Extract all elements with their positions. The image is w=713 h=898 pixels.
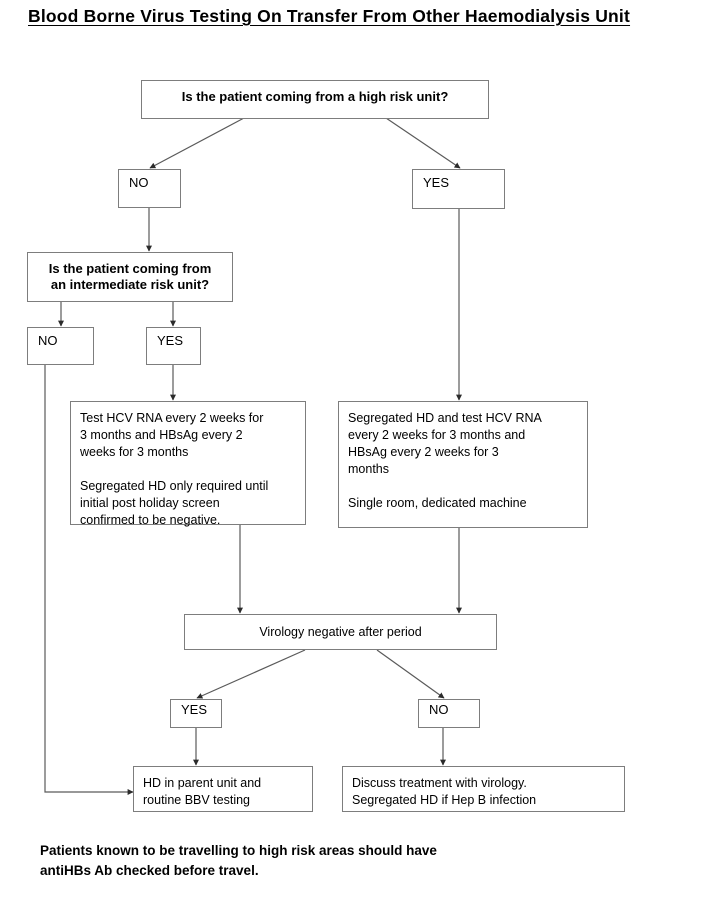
action-intermediate-risk-protocol[interactable]: Test HCV RNA every 2 weeks for 3 months …: [70, 401, 306, 527]
page-title: Blood Borne Virus Testing On Transfer Fr…: [28, 6, 631, 26]
decision-high-risk-unit-label: Is the patient coming from a high risk u…: [181, 89, 449, 104]
action-intermediate-risk-protocol-label: Test HCV RNA every 2 weeks for 3 months …: [80, 411, 269, 527]
answer-virology-no[interactable]: NO: [418, 699, 480, 728]
answer-high-risk-no-label: NO: [129, 175, 149, 190]
decision-virology-negative[interactable]: Virology negative after period: [184, 614, 497, 650]
answer-high-risk-no[interactable]: NO: [118, 169, 181, 208]
answer-intermediate-yes[interactable]: YES: [146, 327, 201, 365]
outcome-discuss-virology-label: Discuss treatment with virology. Segrega…: [352, 776, 537, 807]
answer-virology-yes-label: YES: [181, 702, 208, 717]
edge-q3-to-no: [376, 649, 445, 699]
edge-q3-to-yes: [196, 649, 306, 699]
action-high-risk-protocol[interactable]: Segregated HD and test HCV RNA every 2 w…: [338, 401, 588, 528]
answer-intermediate-no[interactable]: NO: [27, 327, 94, 365]
footer-note: Patients known to be travelling to high …: [40, 843, 437, 878]
outcome-hd-parent-unit[interactable]: HD in parent unit and routine BBV testin…: [133, 766, 313, 812]
decision-high-risk-unit[interactable]: Is the patient coming from a high risk u…: [141, 80, 489, 119]
edge-q1-to-yes: [385, 117, 461, 169]
decision-intermediate-risk-unit[interactable]: Is the patient coming from an intermedia…: [27, 252, 233, 302]
answer-intermediate-yes-label: YES: [157, 333, 184, 348]
answer-virology-yes[interactable]: YES: [170, 699, 222, 728]
decision-intermediate-risk-unit-label: Is the patient coming from an intermedia…: [48, 261, 212, 292]
answer-virology-no-label: NO: [429, 702, 449, 717]
decision-virology-negative-label: Virology negative after period: [259, 625, 422, 639]
answer-high-risk-yes[interactable]: YES: [412, 169, 505, 209]
outcome-discuss-virology[interactable]: Discuss treatment with virology. Segrega…: [342, 766, 625, 812]
answer-intermediate-no-label: NO: [38, 333, 58, 348]
edge-q1-to-no: [149, 117, 245, 169]
answer-high-risk-yes-label: YES: [423, 175, 450, 190]
outcome-hd-parent-unit-label: HD in parent unit and routine BBV testin…: [143, 776, 262, 807]
action-high-risk-protocol-label: Segregated HD and test HCV RNA every 2 w…: [348, 411, 542, 510]
